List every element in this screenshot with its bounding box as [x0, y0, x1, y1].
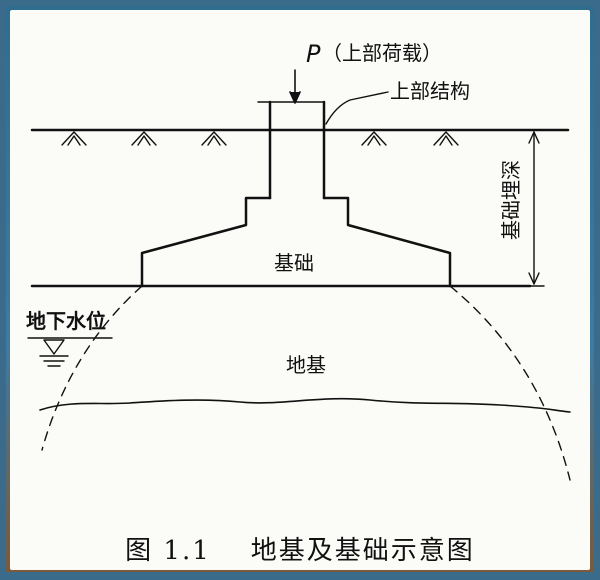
load-arrow	[289, 69, 301, 104]
depth-dimension	[523, 131, 545, 287]
subgrade-label: 地基	[286, 353, 326, 377]
groundwater-symbol	[27, 337, 113, 367]
superstructure-leader	[325, 91, 389, 125]
figure-caption: 图 1.1 地基及基础示意图	[10, 530, 590, 567]
foundation-label: 基础	[274, 251, 314, 275]
pressure-bulb-right	[449, 285, 571, 481]
superstructure-label: 上部结构	[390, 79, 470, 103]
pressure-bulb-left	[41, 285, 143, 451]
foundation-diagram: P （上部荷载） 上部结构 基础 地下水位 地基 基础埋深	[26, 40, 571, 481]
foundation-body	[140, 196, 452, 288]
diagram-panel: P （上部荷载） 上部结构 基础 地下水位 地基 基础埋深 图 1.1 地基及基础…	[10, 10, 590, 570]
caption-number: 图 1.1	[125, 536, 211, 566]
groundwater-label: 地下水位	[26, 309, 106, 333]
grass-hatch-right	[361, 131, 459, 146]
soil-layer-boundary	[39, 397, 571, 413]
superstructure-column	[257, 100, 326, 200]
load-symbol: P	[306, 40, 321, 68]
depth-label: 基础埋深	[499, 160, 523, 240]
caption-title: 地基及基础示意图	[250, 536, 475, 566]
load-label: （上部荷载）	[322, 41, 442, 65]
slide-frame: P （上部荷载） 上部结构 基础 地下水位 地基 基础埋深 图 1.1 地基及基础…	[6, 6, 594, 572]
grass-hatch-left	[61, 131, 227, 146]
